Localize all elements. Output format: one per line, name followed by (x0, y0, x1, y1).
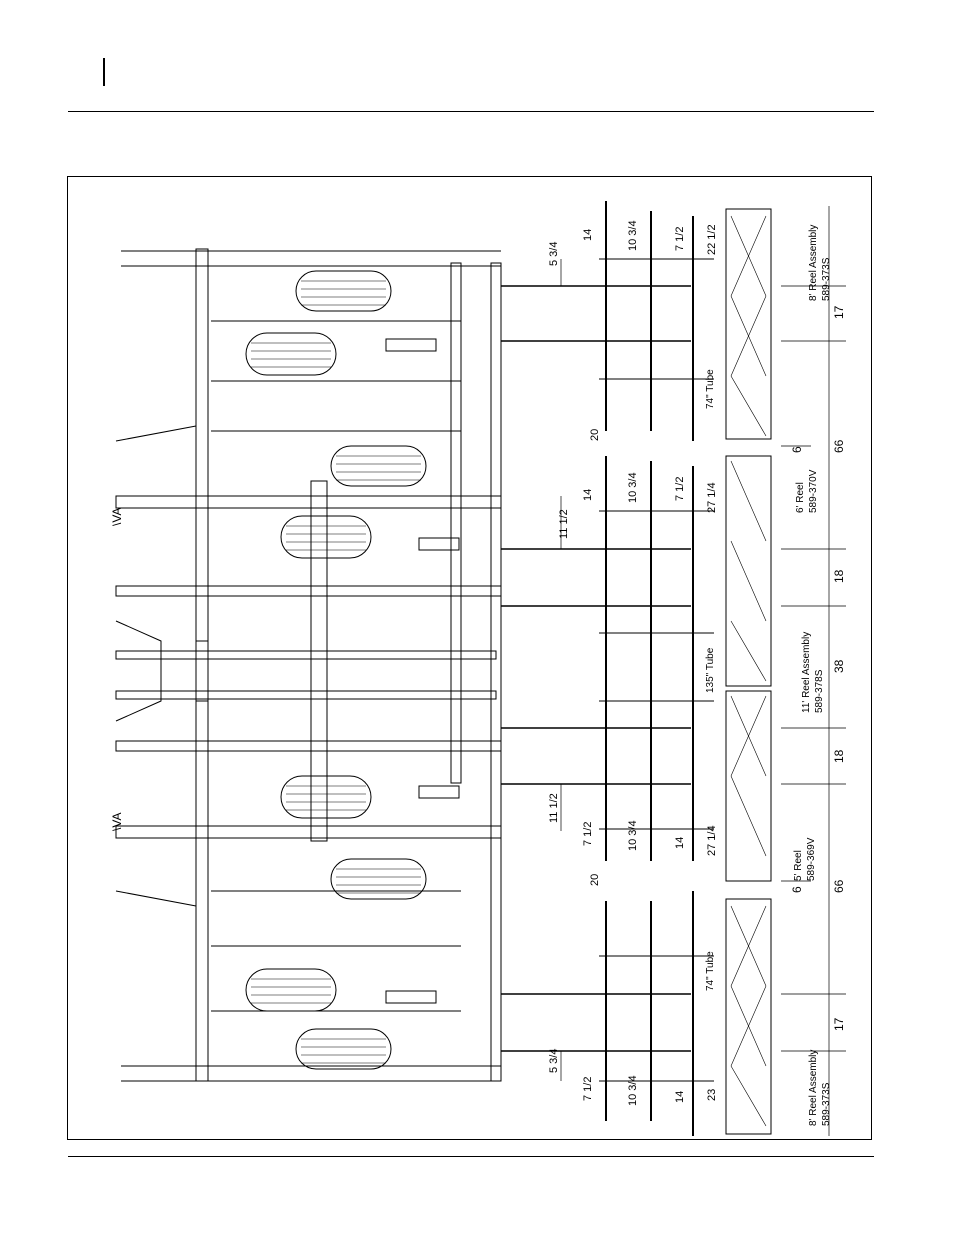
reel-label-part: 589-370V (808, 469, 819, 513)
reel-label-size: 8' Reel Assembly (808, 1050, 819, 1126)
bar-dimension: 14 (674, 837, 686, 849)
gap-dimension: 20 (589, 874, 601, 886)
side-mark: \VA (110, 508, 124, 526)
tube-label: 74" Tube (705, 369, 716, 409)
header-tick-mark (103, 58, 105, 86)
left-dimension: 11 1/2 (548, 793, 560, 823)
bar-dimension: 14 (582, 229, 594, 241)
bottom-dimension: 6 (790, 446, 804, 453)
left-dimension: 11 1/2 (558, 509, 570, 539)
footer-rule (68, 1156, 874, 1157)
drawing-frame: 8' Reel Assembly 589-373S 6' Reel 589-37… (67, 176, 872, 1140)
reel-label-part: 589-369V (806, 837, 817, 881)
frame-tube-mid (451, 263, 461, 783)
bar-dimension: 10 3/4 (627, 220, 639, 251)
reel-label-size: 8' Reel Assembly (808, 225, 819, 301)
bottom-dimension: 18 (832, 749, 846, 763)
bottom-dimension: 66 (832, 439, 846, 453)
reel-label-size: 11' Reel Assembly (801, 632, 812, 713)
gap-dimension: 20 (589, 429, 601, 441)
header-rule (68, 111, 874, 112)
reel-label-part: 589-373S (821, 1082, 832, 1126)
bar-dimension: 27 1/4 (706, 825, 718, 856)
bar-dimension: 14 (674, 1091, 686, 1103)
reel-label-size: 5' Reel (793, 850, 804, 881)
bar-dimension: 23 (706, 1089, 718, 1101)
bar-dimension: 10 3/4 (627, 1075, 639, 1106)
reel-label-part: 589-378S (814, 669, 825, 713)
bar-dimension: 7 1/2 (674, 477, 686, 501)
bar-dimension: 14 (582, 489, 594, 501)
bar-dimension: 10 3/4 (627, 820, 639, 851)
left-dimension: 5 3/4 (548, 1049, 560, 1073)
bottom-dimension: 6 (790, 886, 804, 893)
bottom-dimension: 17 (832, 1017, 846, 1031)
left-dimension: 5 3/4 (548, 242, 560, 266)
bottom-dimension: 38 (832, 659, 846, 673)
reel-label-part: 589-373S (821, 257, 832, 301)
reel-label-size: 6' Reel (795, 482, 806, 513)
technical-drawing: 8' Reel Assembly 589-373S 6' Reel 589-37… (68, 177, 872, 1140)
bottom-dimension: 66 (832, 879, 846, 893)
bar-dimension: 10 3/4 (627, 472, 639, 503)
tube-label: 74" Tube (705, 951, 716, 991)
bar-dimension: 7 1/2 (582, 1077, 594, 1101)
bottom-dimension: 17 (832, 305, 846, 319)
wheels (246, 271, 426, 1069)
bar-dimension: 7 1/2 (674, 227, 686, 251)
tube-label: 135" Tube (705, 647, 716, 693)
bar-dimension: 27 1/4 (706, 482, 718, 513)
bar-dimension: 22 1/2 (706, 224, 718, 255)
bar-dimension: 7 1/2 (582, 822, 594, 846)
frame-tube-left (196, 249, 208, 1081)
reels (726, 209, 771, 1134)
side-mark: \VA (110, 813, 124, 831)
bottom-dimension: 18 (832, 569, 846, 583)
